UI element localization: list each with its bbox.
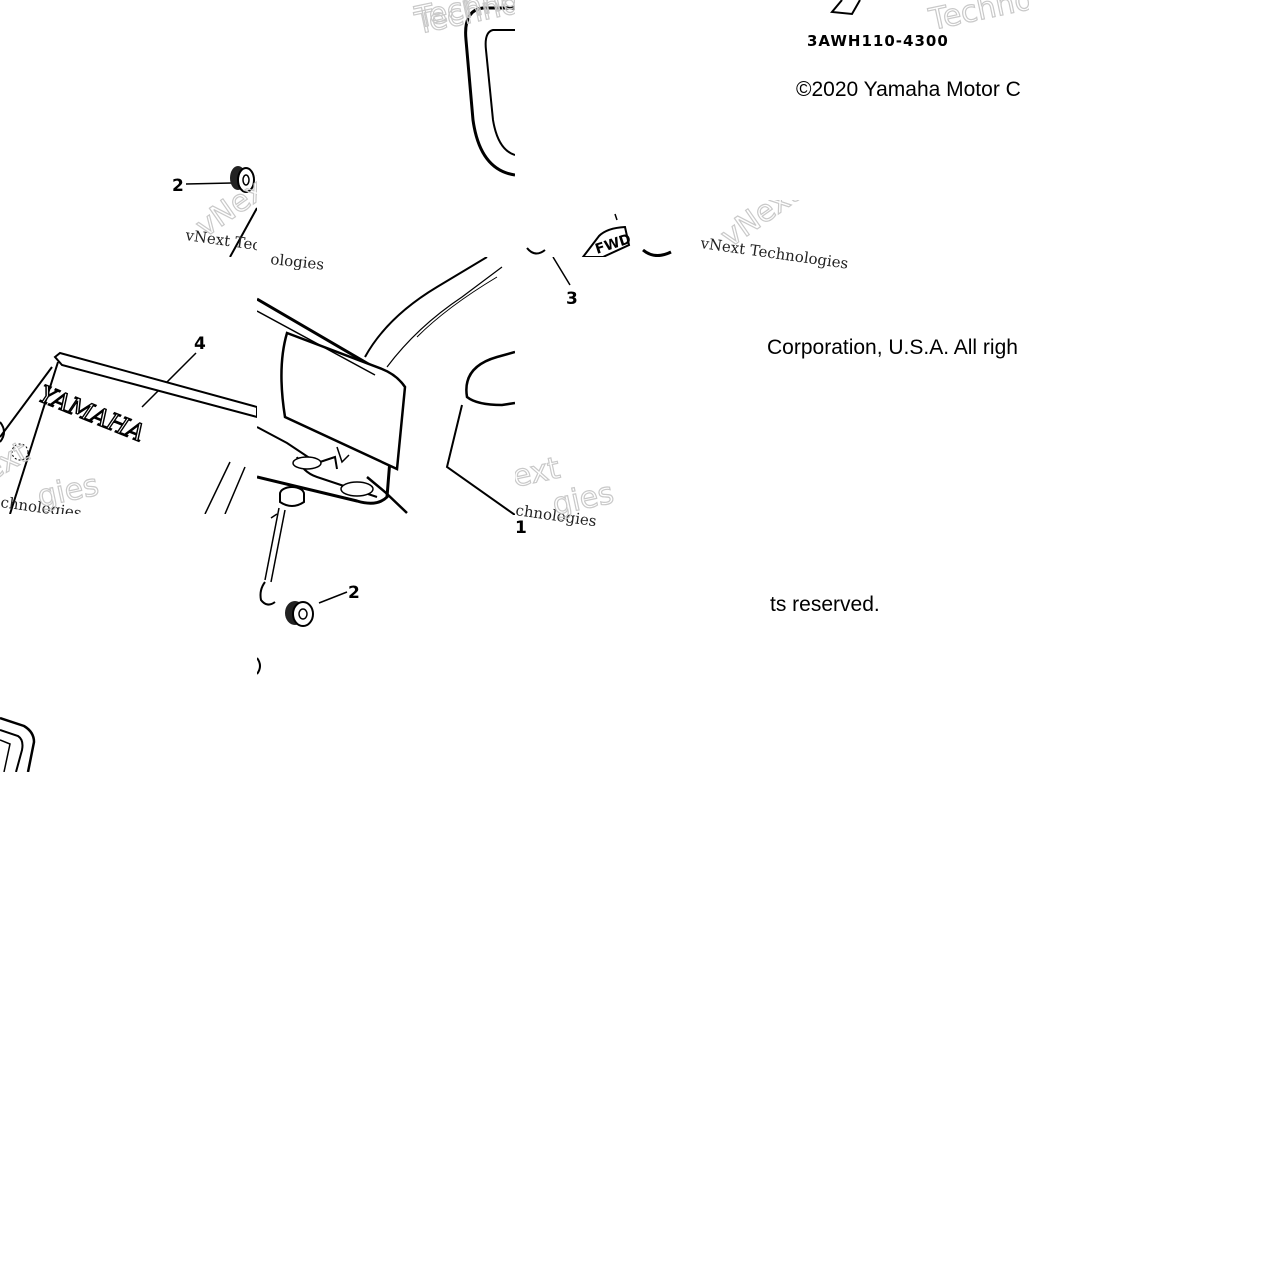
diagram-tile-lower-center: 2 — [257, 470, 515, 690]
bolt-icon — [264, 486, 305, 583]
cover-body — [257, 257, 515, 515]
diagram-tile-lower-left — [0, 700, 60, 772]
diagram-tile-middle-right: FWD — [515, 200, 772, 257]
fwd-decal-icon: FWD — [581, 225, 633, 257]
diagram-tile-copy-right: vNext Technologies vNext — [690, 200, 1029, 280]
callout-2: 2 — [172, 176, 184, 196]
watermark-mid-left: ologies — [200, 240, 340, 270]
copyright-line-2: Corporation, U.S.A. All righ — [767, 336, 1018, 359]
callout-1: 1 — [515, 518, 527, 538]
copyright-line-3: ts reserved. — [770, 593, 880, 616]
grommet-icon — [230, 166, 255, 193]
callout-4: 4 — [194, 334, 206, 354]
diagram-tile-middle-right-2: 3 — [515, 257, 772, 317]
watermark-text: Techno — [411, 0, 515, 40]
watermark-text: Techno — [925, 0, 1029, 38]
watermark-text: ext — [0, 435, 35, 489]
callout-3: 3 — [566, 289, 578, 309]
diagram-tile-middle-left: 2 vNext Technologies vNext — [0, 128, 257, 257]
part-code-area: 3AWH110-4300 Techno — [807, 0, 1029, 50]
copyright-line-1: ©2020 Yamaha Motor C — [796, 78, 1021, 101]
watermark-tagline: vNext Technologies — [698, 234, 849, 273]
diagram-tile-right-center: ext chnologies gies 1 — [515, 455, 635, 540]
diagram-tile-top-middle: Techno — [258, 0, 515, 257]
diagram-tile-top-right: 3AWH110-4300 Techno ©2020 Yamaha Motor C — [772, 0, 1029, 257]
yamaha-decal-group: 4 YAMAHA ext chnologies gies — [0, 334, 257, 514]
left-grommet-group: 2 vNext Technologies vNext — [172, 165, 257, 257]
fastener-group: 2 — [257, 486, 360, 675]
grommet-icon — [285, 601, 314, 627]
cover-top-frame: Techno — [411, 0, 515, 177]
part-code: 3AWH110-4300 — [807, 32, 949, 50]
decal-text: YAMAHA — [31, 380, 152, 447]
watermark-text: gies — [34, 468, 101, 514]
diagram-tile-center — [257, 257, 515, 515]
callout-2-bottom: 2 — [348, 583, 360, 603]
frame-corner — [0, 716, 36, 772]
fwd-decal-group: FWD — [526, 213, 672, 257]
watermark-top-left: Techno — [410, 0, 515, 40]
watermark-tagline: ologies — [270, 250, 325, 270]
diagram-tile-decal: 4 YAMAHA ext chnologies gies — [0, 257, 257, 514]
